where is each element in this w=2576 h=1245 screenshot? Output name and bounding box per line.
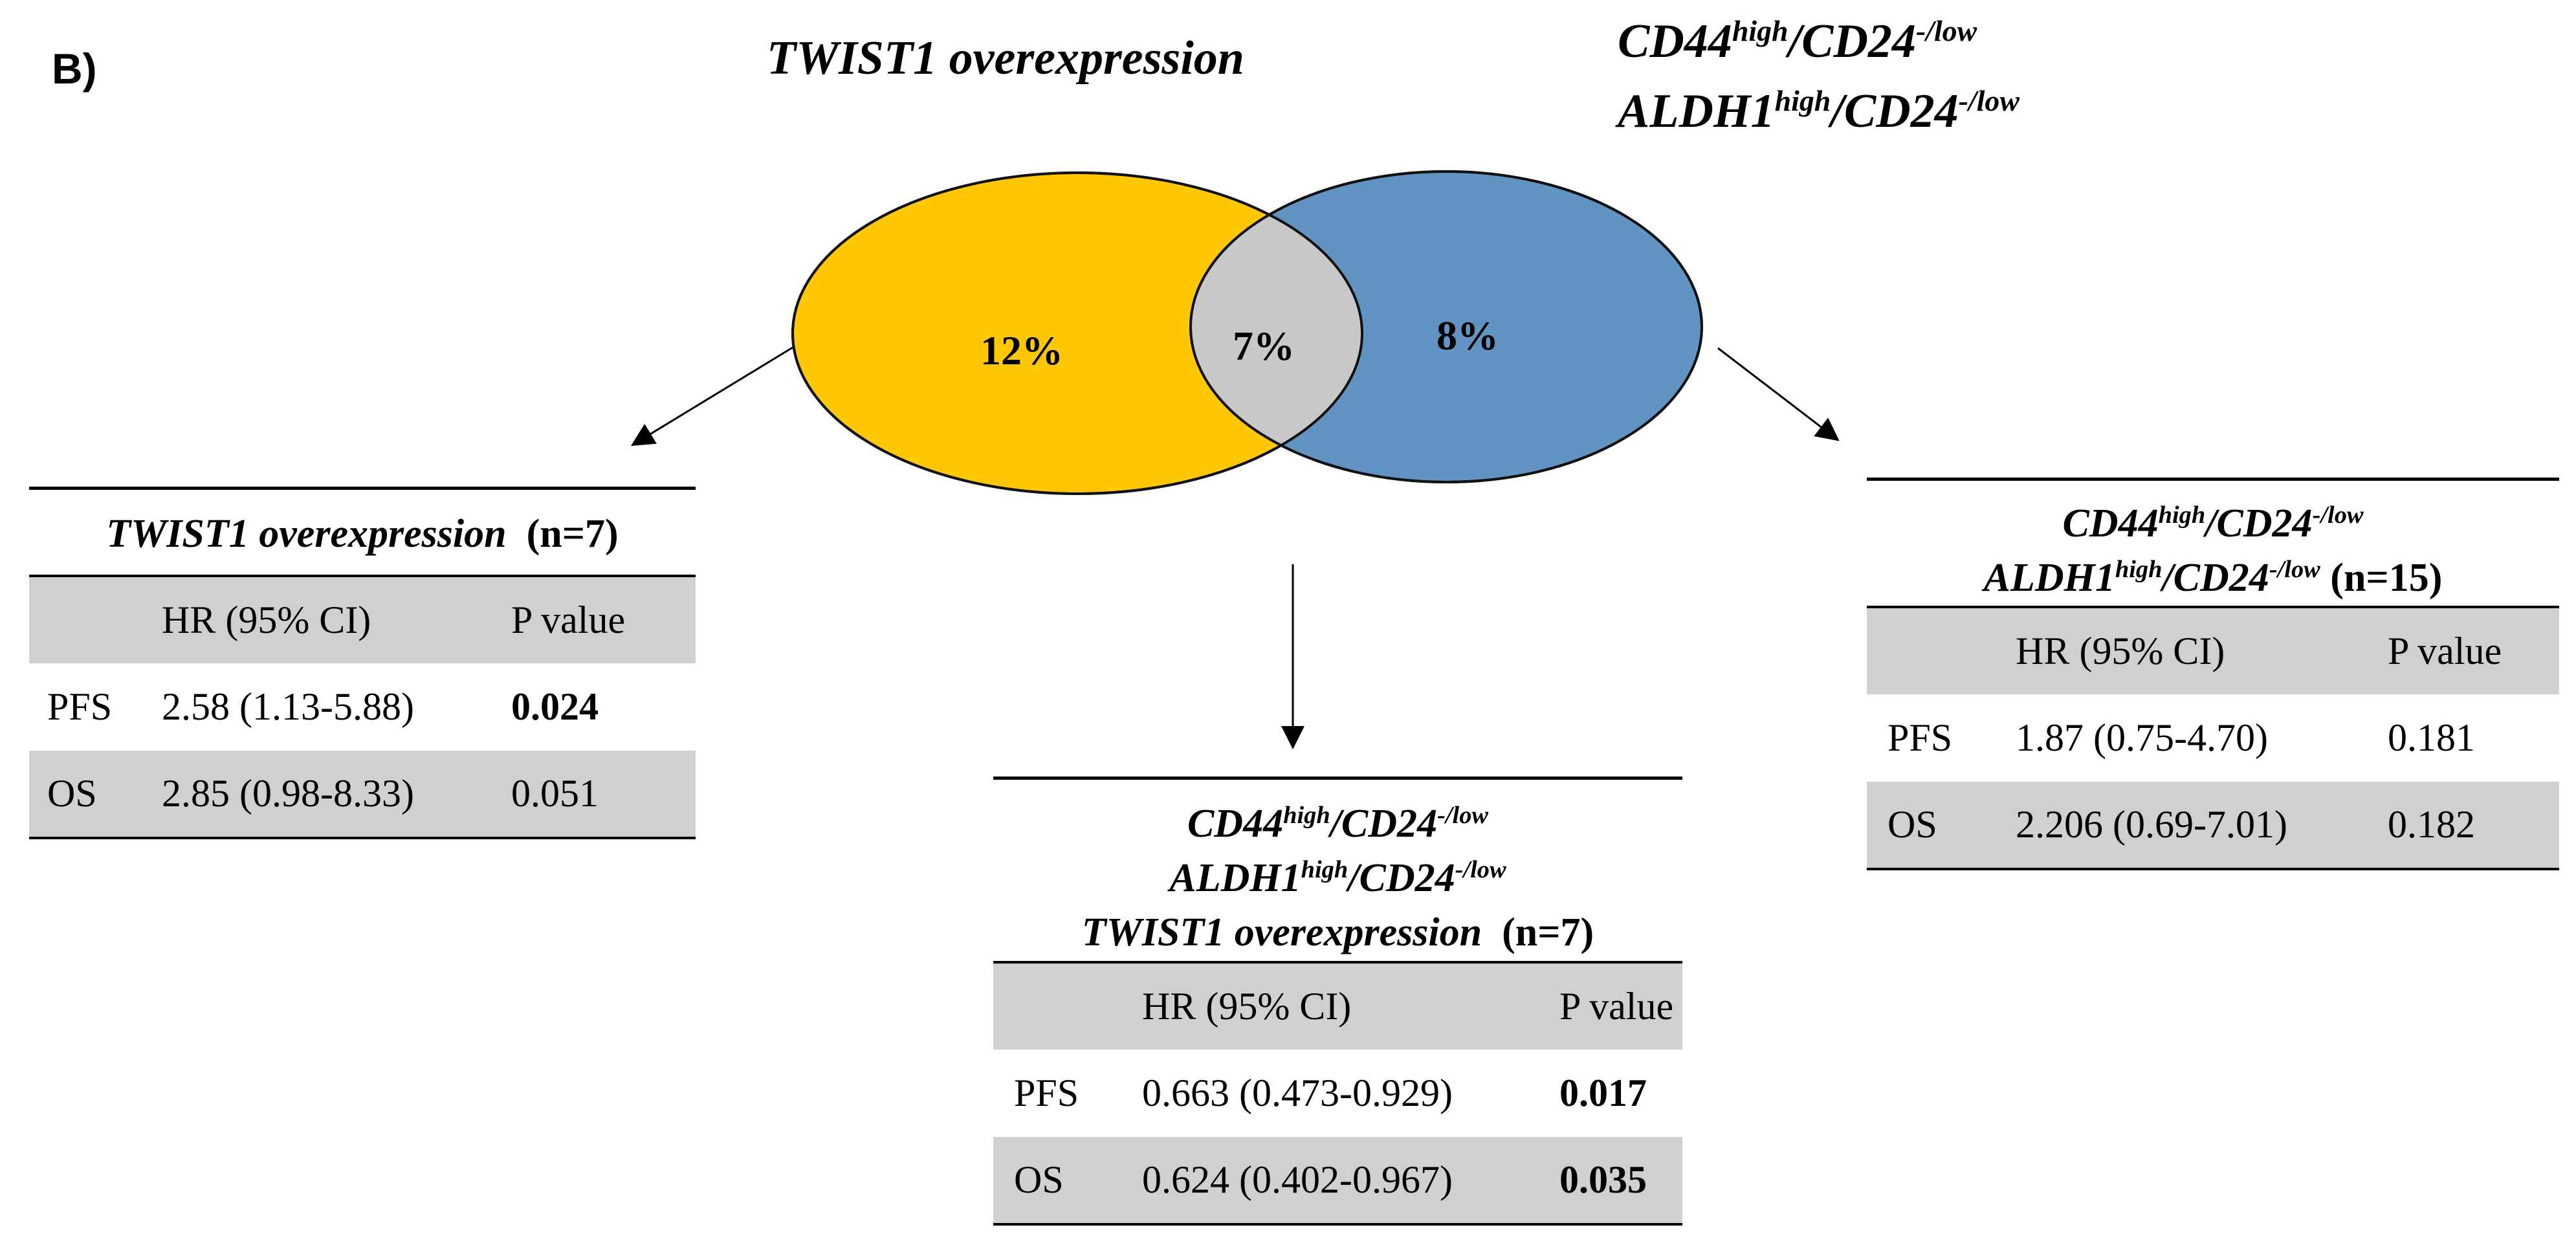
table-row: PFS 0.663 (0.473-0.929) 0.017 [1014, 1072, 1647, 1114]
table-title: CD44high/CD24-/low ALDH1high/CD24-/low (… [1867, 478, 2559, 606]
cd44-aldh1-ellipse-outline [1189, 170, 1703, 483]
table-row: PFS 2.58 (1.13-5.88) 0.024 [47, 685, 599, 728]
panel-label: B) [52, 45, 97, 93]
arrow-to-right-table [1717, 347, 1840, 441]
table-title: CD44high/CD24-/low ALDH1high/CD24-/low T… [993, 777, 1682, 961]
table-cd44-aldh1: CD44high/CD24-/low ALDH1high/CD24-/low (… [1867, 478, 2559, 870]
venn-title-line-2: ALDH1high/CD24-/low [1618, 83, 2020, 138]
table-row: OS 2.206 (0.69-7.01) 0.182 [1867, 782, 2559, 869]
table-row: OS 2.85 (0.98-8.33) 0.051 [29, 751, 696, 838]
venn-title-twist1: TWIST1 overexpression [767, 32, 1244, 85]
table-header-row: HR (95% CI) P value [29, 576, 696, 663]
percent-cd44-aldh1-only: 8% [1437, 313, 1499, 358]
table-header-row: HR (95% CI) P value [1867, 607, 2559, 694]
venn-title-cd44-aldh1: CD44high/CD24-/low ALDH1high/CD24-/low [1618, 6, 2020, 146]
percent-intersection: 7% [1233, 323, 1295, 369]
percent-twist1-only: 12% [980, 327, 1063, 373]
table-row: OS 0.624 (0.402-0.967) 0.035 [993, 1137, 1682, 1224]
hr-table: HR (95% CI) P value PFS 0.663 (0.473-0.9… [993, 961, 1682, 1226]
hr-table: HR (95% CI) P value PFS 2.58 (1.13-5.88)… [29, 575, 696, 839]
hr-table: HR (95% CI) P value PFS 1.87 (0.75-4.70)… [1867, 606, 2559, 870]
twist1-ellipse-outline [791, 171, 1363, 495]
table-twist1: TWIST1 overexpression (n=7) HR (95% CI) … [29, 487, 696, 839]
table-header-row: HR (95% CI) P value [993, 962, 1682, 1050]
table-row: PFS 1.87 (0.75-4.70) 0.181 [1888, 716, 2475, 759]
venn-title-line-1: CD44high/CD24-/low [1618, 14, 1977, 68]
arrow-to-left-table [630, 346, 793, 446]
table-title: TWIST1 overexpression (n=7) [29, 487, 696, 575]
table-combined: CD44high/CD24-/low ALDH1high/CD24-/low T… [993, 777, 1682, 1226]
